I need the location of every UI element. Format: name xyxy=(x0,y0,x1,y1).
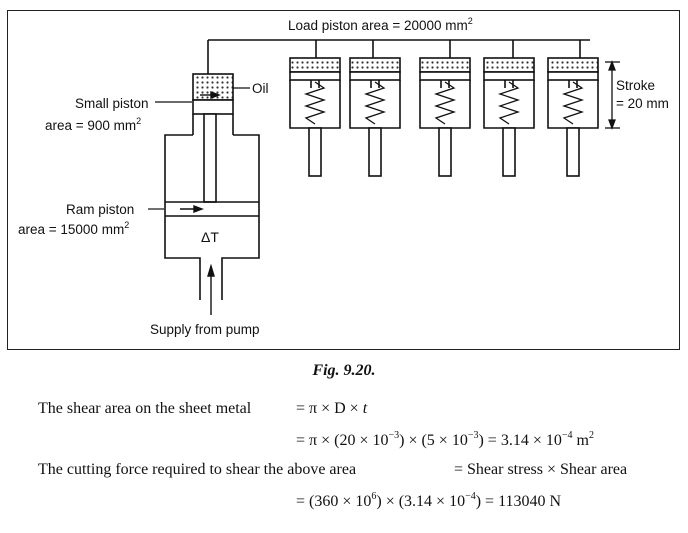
load-cylinder xyxy=(483,57,535,177)
delta-t-label: ΔT xyxy=(201,229,219,245)
shear-area-formula: = π × D × t xyxy=(296,400,368,417)
hydraulic-press-diagram xyxy=(148,39,620,315)
load-piston-label: Load piston area = 20000 mm2 xyxy=(288,16,473,33)
ram-cylinder xyxy=(164,134,260,300)
ram-piston-label: Ram piston xyxy=(66,202,135,217)
ram-piston-area-label: area = 15000 mm2 xyxy=(18,220,130,237)
figure-frame xyxy=(7,10,680,350)
load-cylinder xyxy=(289,57,341,177)
shear-area-line: The shear area on the sheet metal xyxy=(38,400,252,417)
load-cylinders xyxy=(289,57,599,177)
shear-area-calculation: = π × (20 × 10−3) × (5 × 10−3) = 3.14 × … xyxy=(296,430,594,449)
manifold-pipe xyxy=(207,39,590,74)
flow-arrows xyxy=(180,90,221,315)
stroke-value-label: = 20 mm xyxy=(616,96,669,111)
leader-lines xyxy=(148,87,250,210)
load-cylinder xyxy=(419,57,471,177)
small-piston-area-label: area = 900 mm2 xyxy=(45,116,142,133)
small-piston-label: Small piston xyxy=(75,96,149,111)
cutting-force-formula: = Shear stress × Shear area xyxy=(454,461,628,478)
stroke-label: Stroke xyxy=(616,78,656,93)
cutting-force-calculation: = (360 × 106) × (3.14 × 10−4) = 113040 N xyxy=(296,491,562,510)
load-cylinder xyxy=(547,57,599,177)
stroke-dimension xyxy=(605,60,620,130)
supply-label: Supply from pump xyxy=(150,322,260,337)
figure-caption: Fig. 9.20. xyxy=(312,362,376,379)
oil-label: Oil xyxy=(252,81,269,96)
cutting-force-line: The cutting force required to shear the … xyxy=(38,461,357,478)
load-cylinder xyxy=(349,57,401,177)
